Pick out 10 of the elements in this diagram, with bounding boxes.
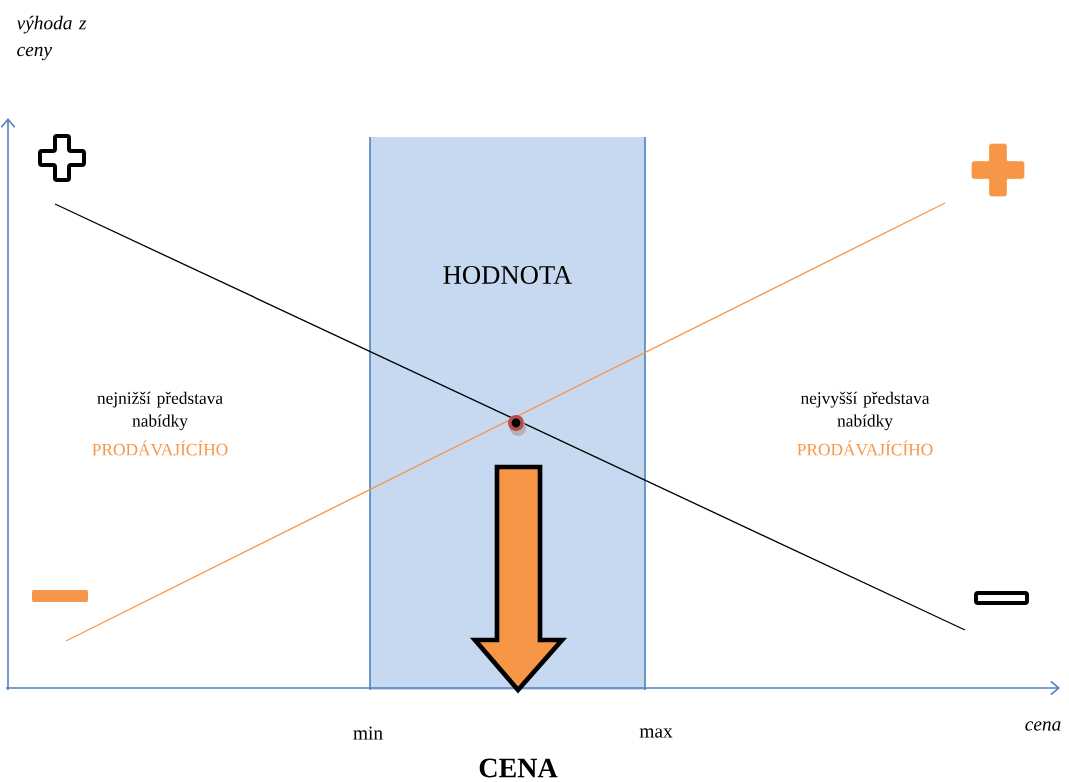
axis-label: výhoda z ceny	[16, 15, 87, 61]
tick-label: max	[639, 728, 673, 738]
value-band: HODNOTA	[369, 136, 646, 691]
price-label: CENA	[479, 758, 558, 778]
region-label: PRODÁVAJÍCÍHO	[797, 440, 933, 456]
axis-label: cena	[1025, 721, 1061, 731]
region-label: PRODÁVAJÍCÍHO	[92, 440, 228, 456]
tick-label: min	[353, 726, 383, 740]
region-label: nejnižší představa nabídky	[97, 391, 223, 431]
region-label: nejvyšší představa nabídky	[800, 391, 930, 431]
